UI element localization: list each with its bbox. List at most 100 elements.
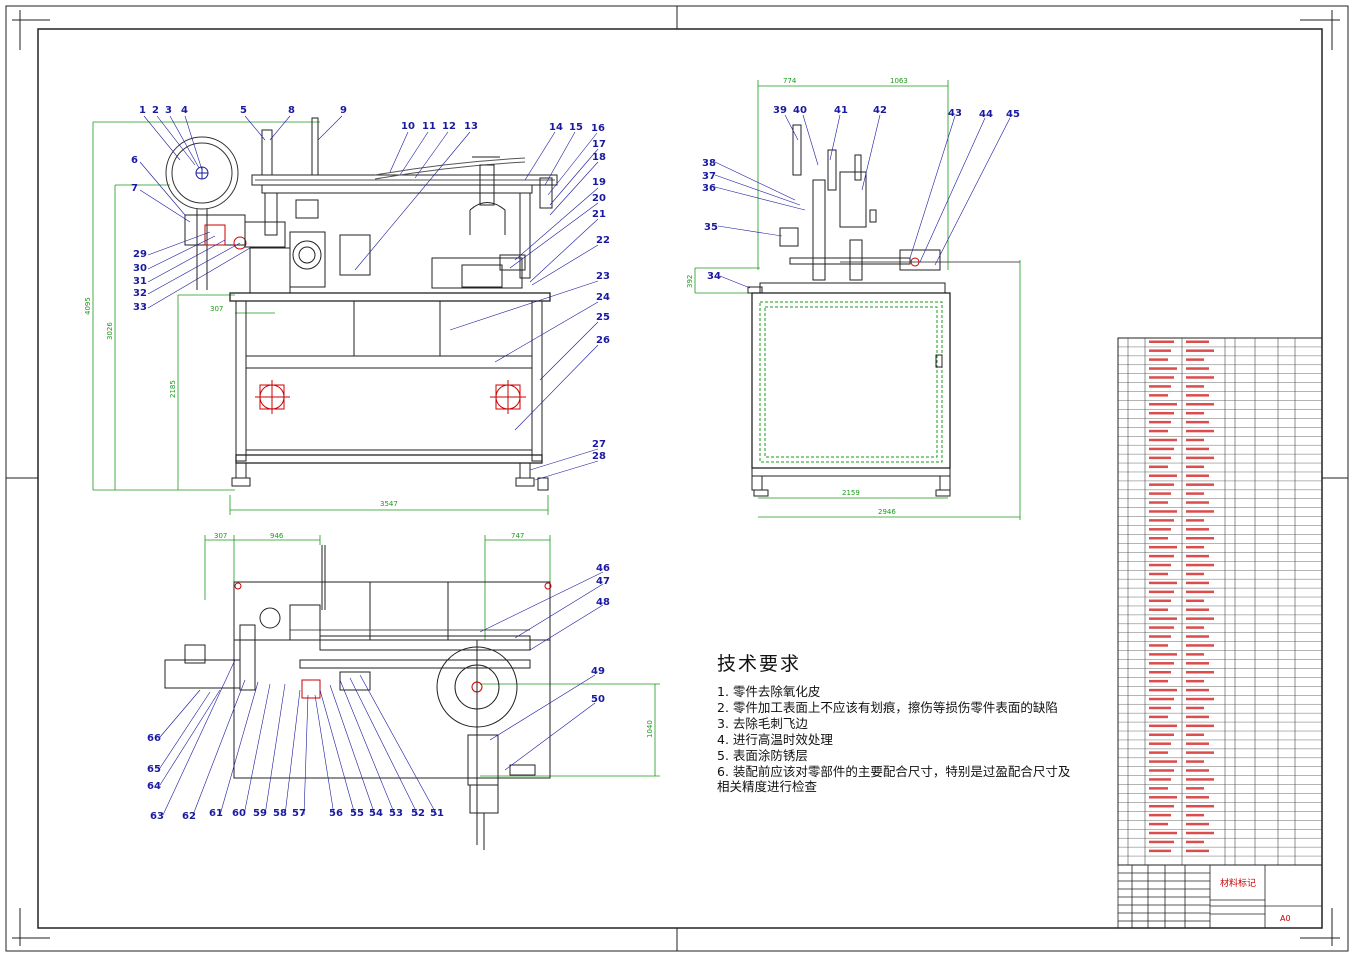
dim-747: 747 xyxy=(511,532,524,540)
bom-code-mark xyxy=(1149,501,1168,504)
callout-51: 51 xyxy=(430,808,444,819)
bom-desc-mark xyxy=(1186,644,1214,647)
callout-63: 63 xyxy=(150,811,164,822)
dim-2946: 2946 xyxy=(878,508,896,516)
bom-code-mark xyxy=(1149,787,1168,790)
callout-65: 65 xyxy=(147,764,161,775)
callout-50: 50 xyxy=(591,694,605,705)
bom-code-mark xyxy=(1149,411,1174,415)
bom-desc-mark xyxy=(1186,429,1214,433)
bom-code-mark xyxy=(1149,742,1171,745)
bom-desc-mark xyxy=(1186,420,1209,424)
bom-desc-mark xyxy=(1186,447,1209,451)
bom-code-mark xyxy=(1149,608,1168,611)
callout-53: 53 xyxy=(389,808,403,819)
bom-code-mark xyxy=(1149,510,1177,513)
bom-desc-mark xyxy=(1186,831,1214,835)
bom-code-mark xyxy=(1149,617,1177,620)
bom-code-mark xyxy=(1149,662,1174,665)
dim-3547: 3547 xyxy=(380,500,398,508)
bom-desc-mark xyxy=(1186,438,1204,442)
callout-58: 58 xyxy=(273,808,287,819)
top-callouts: 46 47 48 49 50 66 65 64 63 62 61 60 59 5… xyxy=(147,563,610,822)
bom-desc-mark xyxy=(1186,340,1209,343)
bom-code-mark xyxy=(1149,831,1177,835)
bom-code-mark xyxy=(1149,403,1177,406)
callout-60: 60 xyxy=(232,808,246,819)
callout-49: 49 xyxy=(591,666,605,677)
callout-45: 45 xyxy=(1006,109,1020,120)
bom-desc-mark xyxy=(1186,840,1204,844)
bom-code-mark xyxy=(1149,822,1168,826)
bom-desc-mark xyxy=(1186,510,1214,513)
dim-2185: 2185 xyxy=(169,380,177,398)
callout-54: 54 xyxy=(369,808,383,819)
bom-code-mark xyxy=(1149,367,1177,370)
side-dimensions: 774 1063 392 2159 2946 xyxy=(686,77,908,516)
callout-57: 57 xyxy=(292,808,306,819)
bom-code-mark xyxy=(1149,456,1171,460)
callout-44: 44 xyxy=(979,109,993,120)
bom-rows xyxy=(1118,340,1322,857)
callout-55: 55 xyxy=(350,808,364,819)
bom-desc-mark xyxy=(1186,474,1209,477)
top-dimensions: 307 946 747 1040 xyxy=(214,532,654,738)
front-dimension-lines xyxy=(92,121,549,515)
bom-code-mark xyxy=(1149,358,1168,361)
tech-requirements-title: 技术要求 xyxy=(717,653,802,675)
bom-code-mark xyxy=(1149,429,1168,433)
bom-code-mark xyxy=(1149,653,1177,656)
center-marks xyxy=(6,6,1348,951)
bom-desc-mark xyxy=(1186,706,1204,710)
callout-59: 59 xyxy=(253,808,267,819)
callout-43: 43 xyxy=(948,108,962,119)
callout-14: 14 xyxy=(549,122,563,133)
bom-code-mark xyxy=(1149,420,1171,424)
callout-10: 10 xyxy=(401,121,415,132)
dim-307-top: 307 xyxy=(214,532,227,540)
callout-15: 15 xyxy=(569,122,583,133)
callout-47: 47 xyxy=(596,576,610,587)
bom-desc-mark xyxy=(1186,394,1209,397)
bom-code-mark xyxy=(1149,849,1171,853)
bom-code-mark xyxy=(1149,733,1174,737)
bom-code-mark xyxy=(1149,474,1177,477)
bom-desc-mark xyxy=(1186,670,1214,674)
bom-desc-mark xyxy=(1186,358,1204,361)
bom-desc-mark xyxy=(1186,733,1204,737)
bom-desc-mark xyxy=(1186,804,1214,808)
dim-2159: 2159 xyxy=(842,489,860,497)
bom-desc-mark xyxy=(1186,581,1209,585)
sheet-size: A0 xyxy=(1280,914,1291,923)
bom-desc-mark xyxy=(1186,822,1209,826)
callout-31: 31 xyxy=(133,276,147,287)
bom-code-mark xyxy=(1149,528,1171,531)
callout-25: 25 xyxy=(596,312,610,323)
bom-desc-mark xyxy=(1186,724,1214,728)
bom-desc-mark xyxy=(1186,813,1204,817)
bom-desc-mark xyxy=(1186,563,1214,567)
bom-code-mark xyxy=(1149,349,1171,352)
callout-34: 34 xyxy=(707,271,721,282)
bom-code-mark xyxy=(1149,697,1174,701)
bom-code-mark xyxy=(1149,519,1174,522)
side-view xyxy=(694,80,1021,520)
bom-desc-mark xyxy=(1186,608,1209,611)
bom-code-mark xyxy=(1149,447,1174,451)
callout-21: 21 xyxy=(592,209,606,220)
callout-33: 33 xyxy=(133,302,147,313)
bom-code-mark xyxy=(1149,599,1171,603)
bom-code-mark xyxy=(1149,563,1171,567)
bom-desc-mark xyxy=(1186,688,1209,692)
bom-desc-mark xyxy=(1186,456,1214,460)
bom-code-mark xyxy=(1149,813,1171,817)
callout-5: 5 xyxy=(240,105,247,116)
callout-23: 23 xyxy=(596,271,610,282)
callout-4: 4 xyxy=(181,105,188,116)
bom-code-mark xyxy=(1149,465,1168,469)
front-view xyxy=(92,115,599,515)
bom-desc-mark xyxy=(1186,590,1214,594)
side-callouts: 39 40 41 42 43 44 45 38 37 36 35 34 xyxy=(702,105,1020,282)
bom-code-mark xyxy=(1149,751,1168,754)
